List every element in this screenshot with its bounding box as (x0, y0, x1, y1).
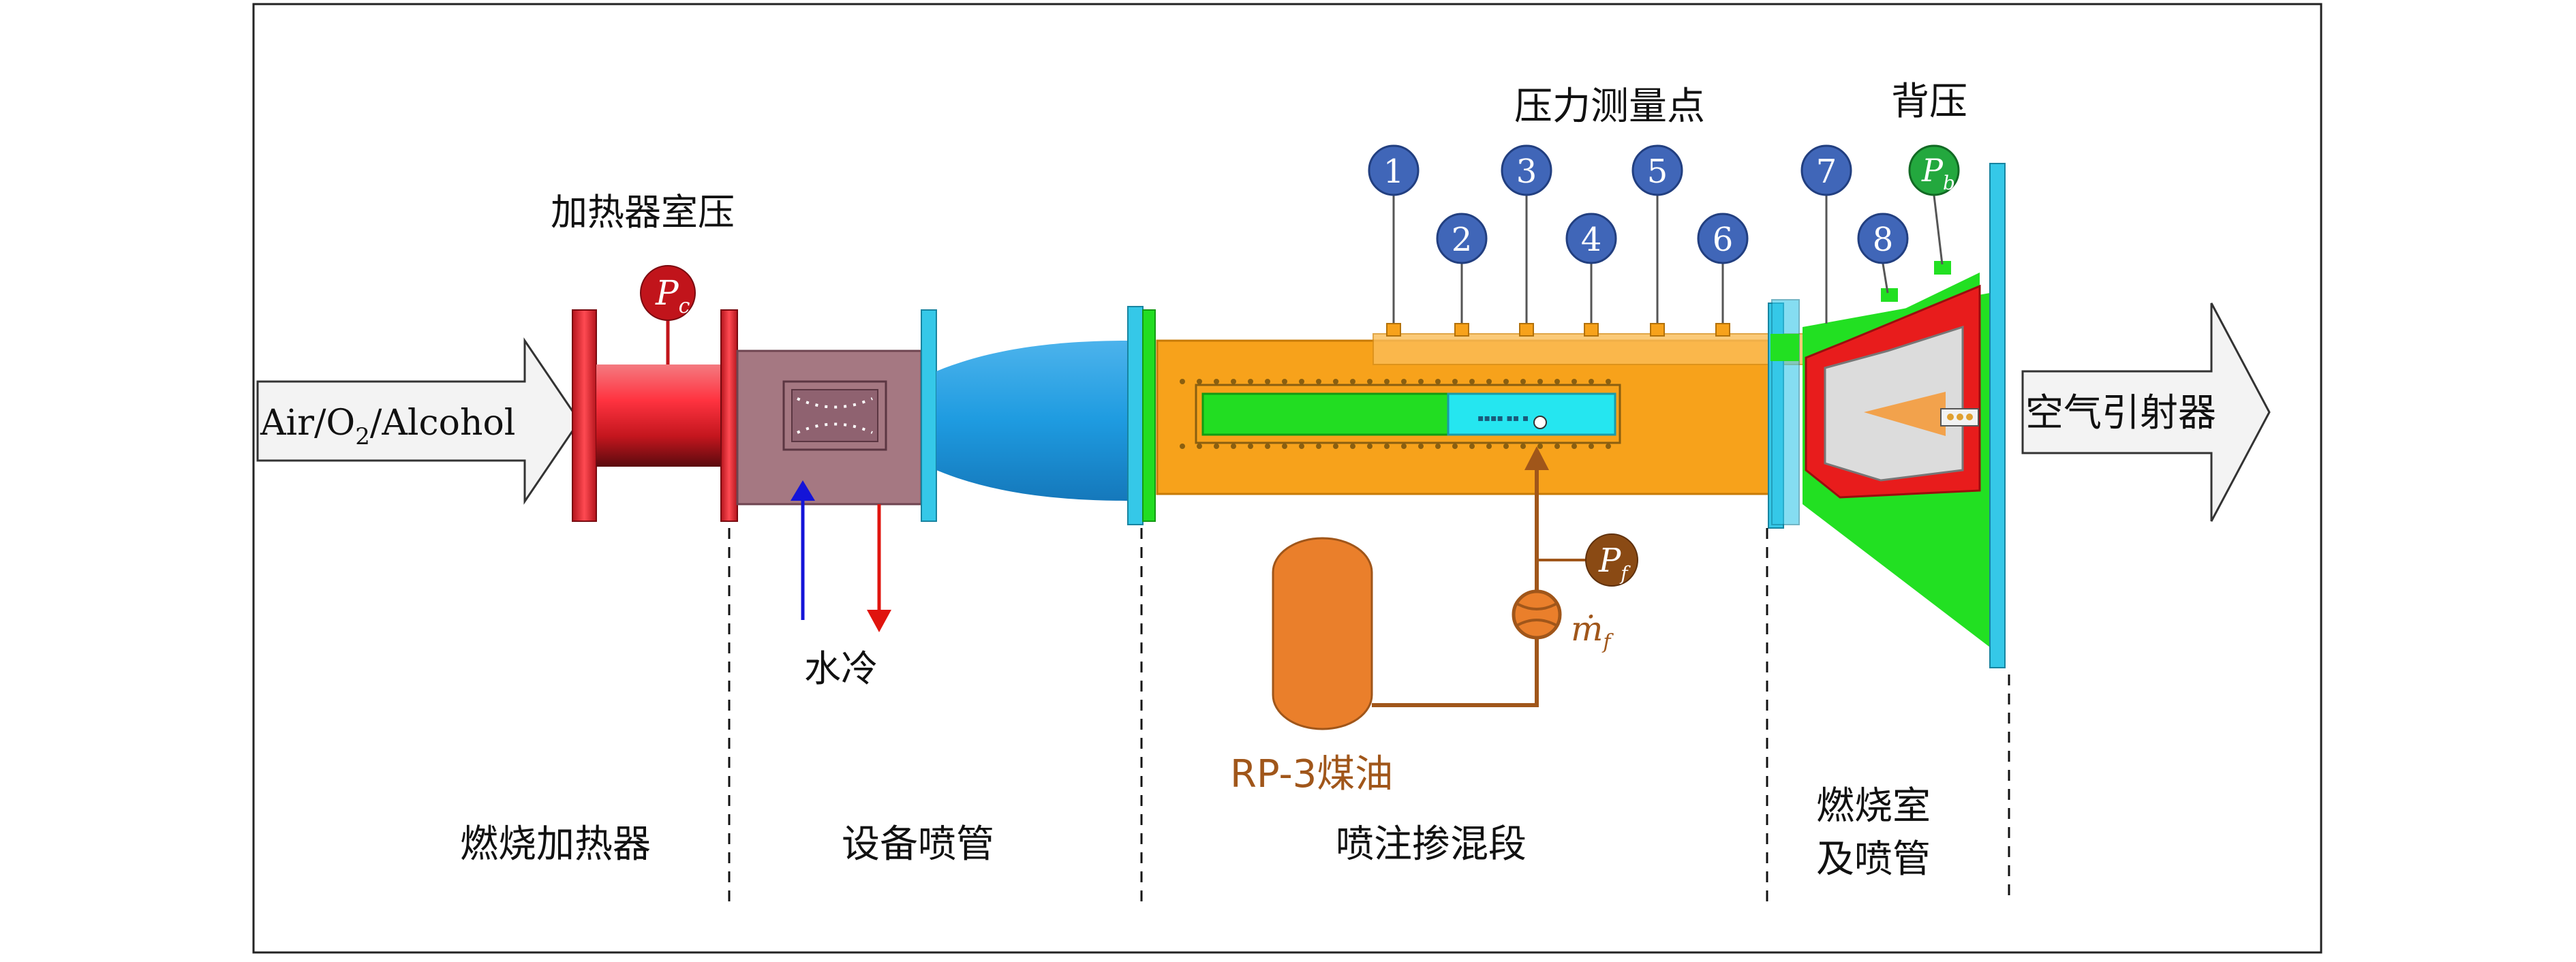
pressure-point-8: 8 (1857, 213, 1909, 264)
pc-gauge: Pc (640, 265, 696, 321)
pressure-point-7: 7 (1800, 144, 1852, 196)
inlet-arrow: Air/O2/Alcohol (256, 337, 581, 505)
heater-flange-right (720, 309, 738, 522)
pressure-points-title: 压力测量点 (1514, 84, 1705, 129)
mixing-flange-left (1127, 306, 1144, 525)
back-pressure-label: 背压 (1891, 80, 1967, 124)
ejector-flange (1989, 163, 2006, 668)
nozzle-cone (936, 341, 1131, 501)
svg-text:8: 8 (1873, 221, 1894, 259)
pb-label: Pb (1921, 152, 1955, 194)
strut-green (1201, 392, 1450, 436)
cooling-outlet-arrowhead (867, 610, 891, 632)
combustor-window (1824, 325, 1964, 482)
combustor-nozzle (1770, 163, 2006, 668)
svg-text:6: 6 (1713, 221, 1734, 259)
heater-body (596, 364, 733, 467)
pressure-point-3: 3 (1501, 144, 1552, 196)
pb-gauge: Pb (1908, 144, 1960, 196)
pressure-point-4: 4 (1565, 213, 1617, 264)
svg-text:3: 3 (1516, 153, 1537, 191)
heater-chamber-pressure-label: 加热器室压 (551, 191, 735, 234)
svg-text:2: 2 (1452, 221, 1473, 259)
svg-text:5: 5 (1647, 153, 1668, 191)
heater-flange-left (572, 309, 597, 522)
nozzle-flange (921, 309, 937, 522)
svg-text:4: 4 (1581, 221, 1602, 259)
flowmeter-icon (1512, 589, 1562, 640)
pf-gauge: Pf (1585, 533, 1638, 587)
combustor-cone (1864, 392, 1946, 436)
pressure-point-2: 2 (1436, 213, 1488, 264)
cooling-inlet-arrowhead (791, 480, 815, 501)
fuel-label: RP-3煤油 (1230, 752, 1393, 796)
section-label-facility-nozzle: 设备喷管 (842, 822, 994, 867)
section-label-heater: 燃烧加热器 (460, 822, 651, 867)
pc-label: Pc (655, 273, 690, 318)
pressure-point-5: 5 (1631, 144, 1683, 196)
figure-frame (252, 3, 2322, 954)
section-dividers (728, 528, 2010, 903)
facility-nozzle (736, 309, 1131, 522)
svg-text:7: 7 (1816, 153, 1837, 191)
ejector-label: 空气引射器 (2025, 391, 2216, 435)
fuel-arrowhead (1524, 446, 1549, 470)
mf-label: ṁf (1571, 609, 1614, 654)
pressure-point-6: 6 (1697, 213, 1749, 264)
fuel-supply (1272, 446, 1588, 730)
fuel-line-lower (1372, 637, 1539, 707)
pressure-point-1: 1 (1368, 144, 1420, 196)
ejector-arrow: 空气引射器 (2021, 302, 2271, 522)
inlet-label: Air/O2/Alcohol (260, 403, 515, 450)
fuel-tank (1272, 537, 1373, 730)
svg-text:1: 1 (1383, 153, 1405, 191)
combustion-heater (572, 309, 738, 522)
water-cooling-label: 水冷 (804, 647, 878, 690)
strut-window (1195, 384, 1621, 444)
section-label-combustor-nozzle: 及喷管 (1816, 837, 1931, 882)
section-label-injection-mixing: 喷注掺混段 (1336, 822, 1527, 867)
nozzle-window (782, 380, 887, 451)
svg-text:▪▪▪▪ ▪▪ ▪: ▪▪▪▪ ▪▪ ▪ (1477, 413, 1529, 424)
section-label-combustor: 燃烧室 (1816, 784, 1931, 828)
injection-mixing-section: ▪▪▪▪ ▪▪ ▪ (1127, 302, 1976, 529)
pressure-taps (1386, 195, 1944, 337)
strut-cyan (1447, 392, 1616, 436)
